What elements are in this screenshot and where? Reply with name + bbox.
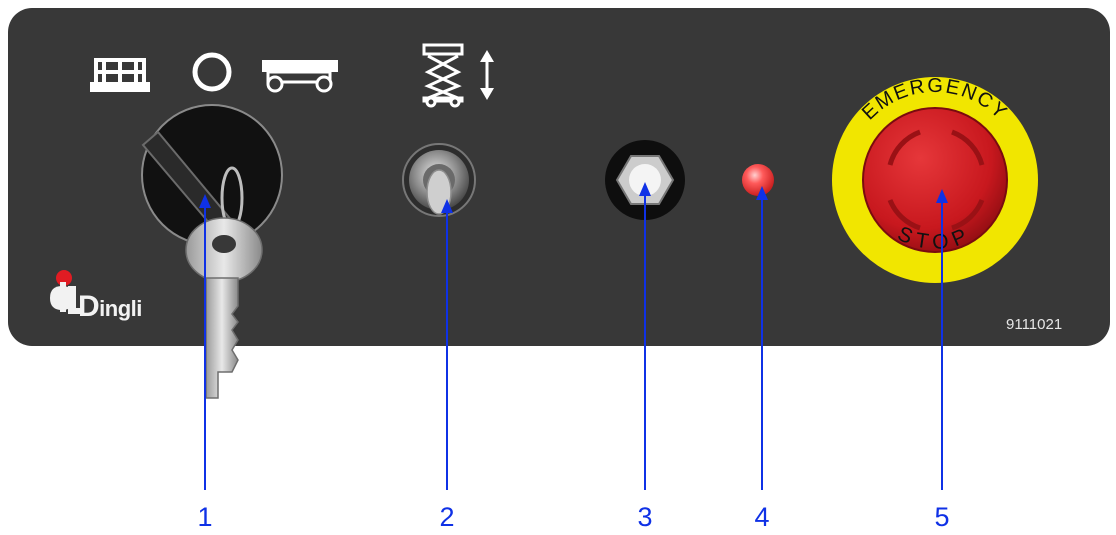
scissor-lift-up-down-icon [422,43,494,108]
callout-3: 3 [637,502,653,532]
brand-initial: D [78,290,100,323]
key-icon [185,217,263,399]
callout-2: 2 [439,502,455,532]
dingli-logo [50,270,84,314]
hex-button[interactable] [605,140,685,220]
part-number: 9111021 [1006,316,1063,333]
chassis-icon [262,60,338,93]
callout-leaders [204,188,943,490]
callout-arrowheads [199,182,948,213]
callout-4: 4 [754,502,770,532]
platform-icon [90,58,150,92]
brand-wordmark: Dingli [78,290,142,324]
callout-1: 1 [197,502,213,532]
lift-toggle-switch[interactable] [402,143,476,217]
callout-5: 5 [934,502,950,532]
off-circle-icon [192,52,232,92]
emergency-stop-button[interactable]: EMERGENCY STOP [832,75,1038,283]
indicator-light [742,164,774,196]
brand-rest: ingli [99,296,142,321]
